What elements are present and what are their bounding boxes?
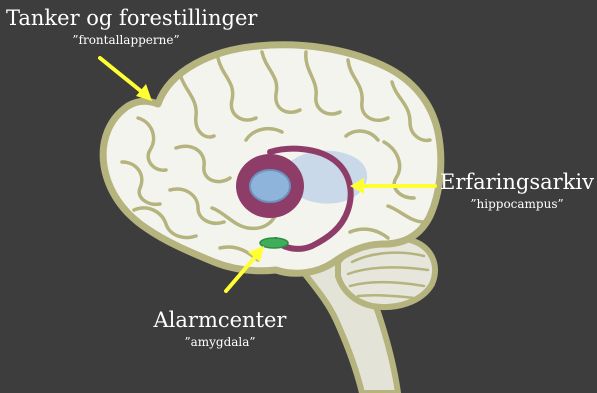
label-frontal-title: Tanker og forestillinger [6,6,246,30]
label-frontal-lobes: Tanker og forestillinger ”frontallappern… [6,6,246,48]
thalamus [250,170,290,202]
label-hippocampus-title: Erfaringsarkiv [437,170,597,194]
label-hippocampus: Erfaringsarkiv ”hippocampus” [437,170,597,212]
label-amygdala-sub: ”amygdala” [150,334,290,350]
label-frontal-sub: ”frontallapperne” [6,32,246,48]
amygdala [260,238,288,248]
label-hippocampus-sub: ”hippocampus” [437,196,597,212]
label-amygdala-title: Alarmcenter [150,308,290,332]
arrow-frontal [100,58,152,101]
label-amygdala: Alarmcenter ”amygdala” [150,308,290,350]
